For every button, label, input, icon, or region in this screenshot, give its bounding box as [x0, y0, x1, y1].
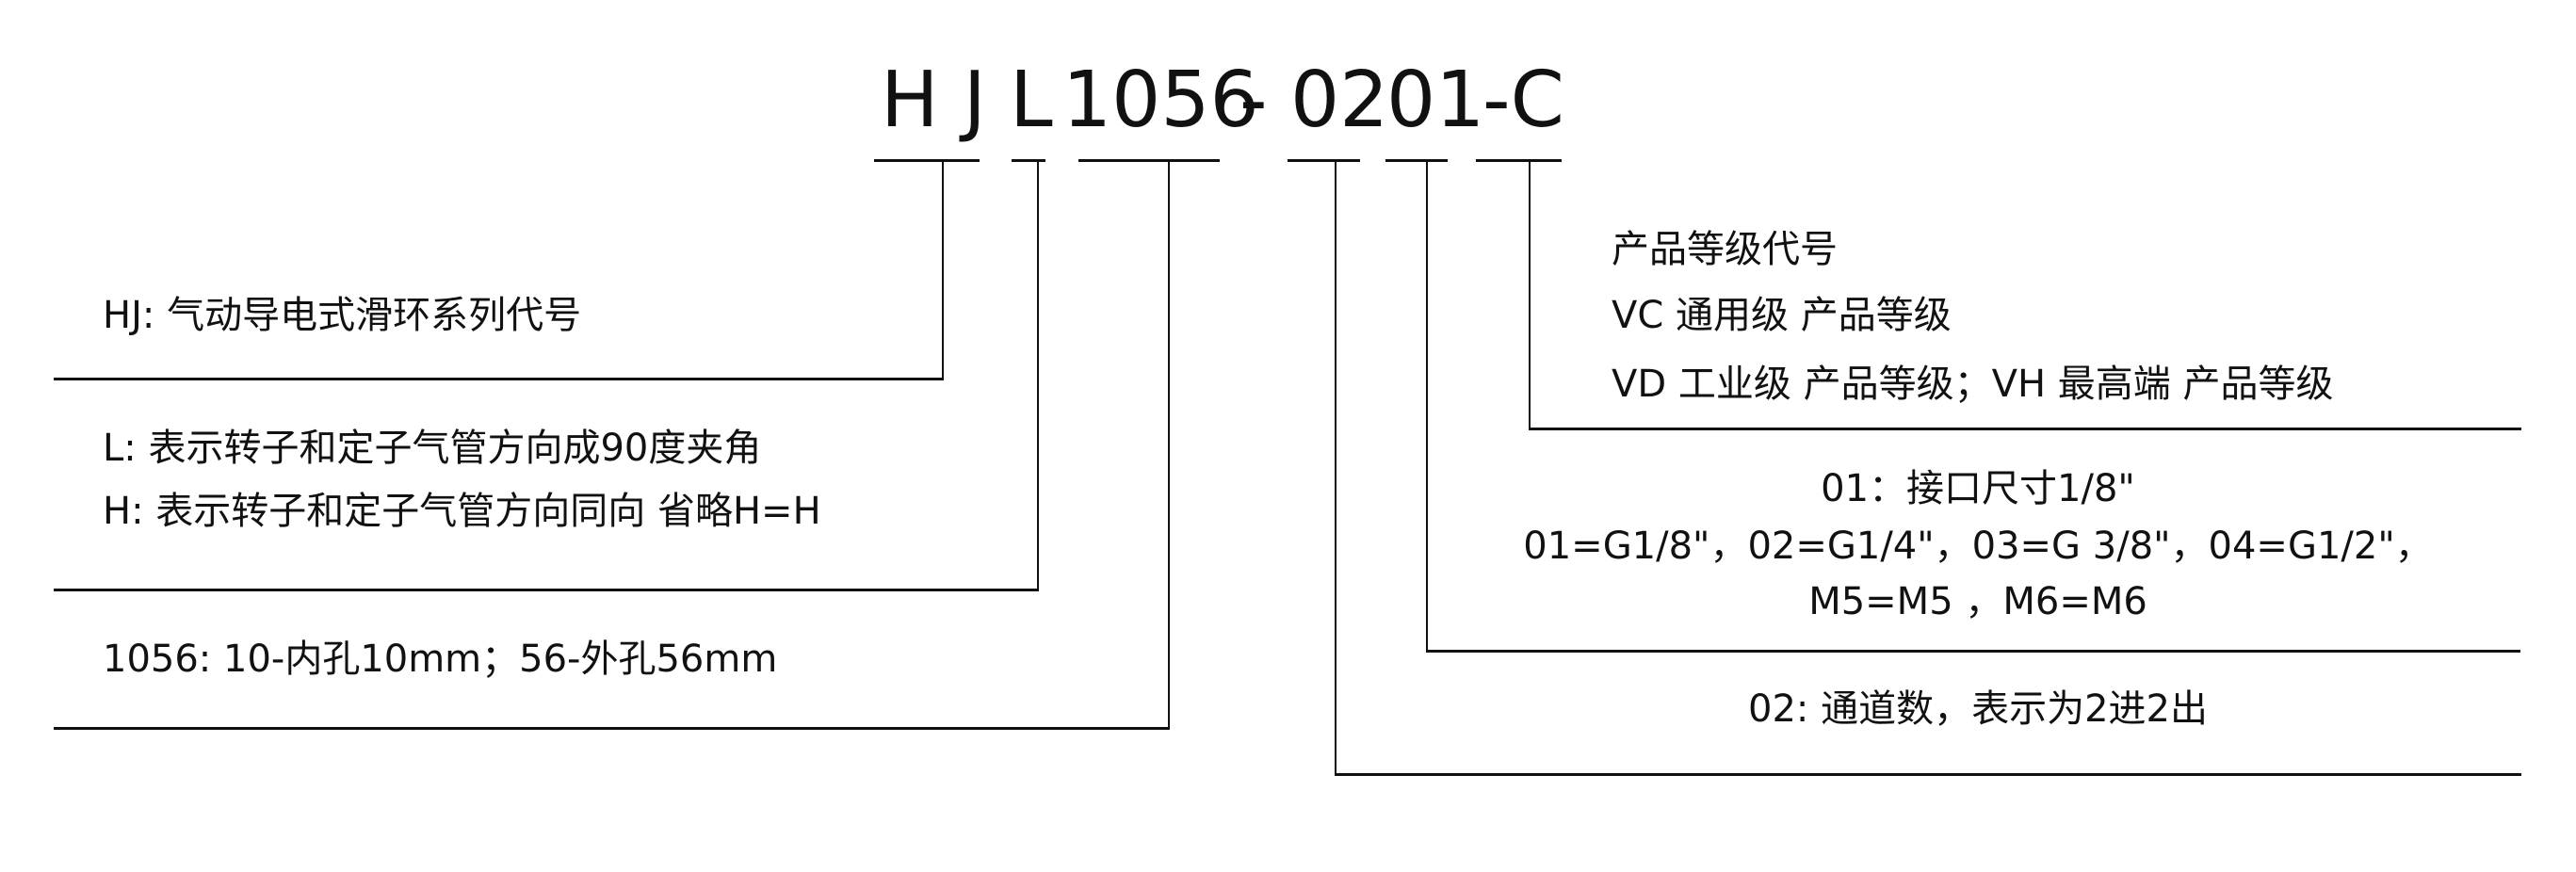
note-series: HJ: 气动导电式滑环系列代号: [103, 294, 582, 337]
leader-channels: [1335, 160, 1337, 774]
note-port-options: 01=G1/8"，02=G1/4"，03=G 3/8"，04=G1/2"，: [1523, 525, 2433, 568]
line-grade: [1529, 428, 2521, 430]
note-grade-vc: VC 通用级 产品等级: [1612, 294, 1952, 337]
line-angle: [54, 589, 1039, 591]
leader-grade: [1529, 160, 1531, 428]
leader-series: [942, 160, 944, 379]
underline-channels: [1288, 159, 1360, 162]
code-channels: 02: [1290, 56, 1389, 145]
note-channels: 02: 通道数，表示为2进2出: [1748, 687, 2208, 731]
code-port: 01: [1386, 56, 1485, 145]
line-series: [54, 378, 944, 380]
leader-size: [1168, 160, 1170, 728]
underline-port: [1385, 159, 1448, 162]
code-series: H J: [881, 56, 986, 145]
line-channels: [1335, 773, 2521, 776]
code-angle: L: [1010, 56, 1053, 145]
note-angle-l: L: 表示转子和定子气管方向成90度夹角: [103, 427, 762, 470]
underline-grade: [1476, 159, 1562, 162]
note-angle-h: H: 表示转子和定子气管方向同向 省略H=H: [103, 490, 821, 533]
code-dash: -: [1239, 56, 1268, 145]
code-size: 1056: [1062, 56, 1259, 145]
code-grade: -C: [1482, 56, 1564, 145]
line-size: [54, 727, 1170, 730]
leader-angle: [1037, 160, 1039, 589]
note-grade-vd-vh: VD 工业级 产品等级；VH 最高端 产品等级: [1612, 363, 2334, 406]
note-grade-title: 产品等级代号: [1612, 228, 1838, 271]
note-port-options-2: M5=M5 ，M6=M6: [1808, 580, 2147, 623]
underline-size: [1078, 159, 1220, 162]
underline-angle: [1012, 159, 1045, 162]
note-size: 1056: 10-内孔10mm；56-外孔56mm: [103, 638, 778, 681]
leader-port: [1426, 160, 1428, 651]
line-port: [1426, 650, 2520, 653]
underline-series: [874, 159, 980, 162]
note-port-title: 01：接口尺寸1/8": [1821, 467, 2135, 510]
